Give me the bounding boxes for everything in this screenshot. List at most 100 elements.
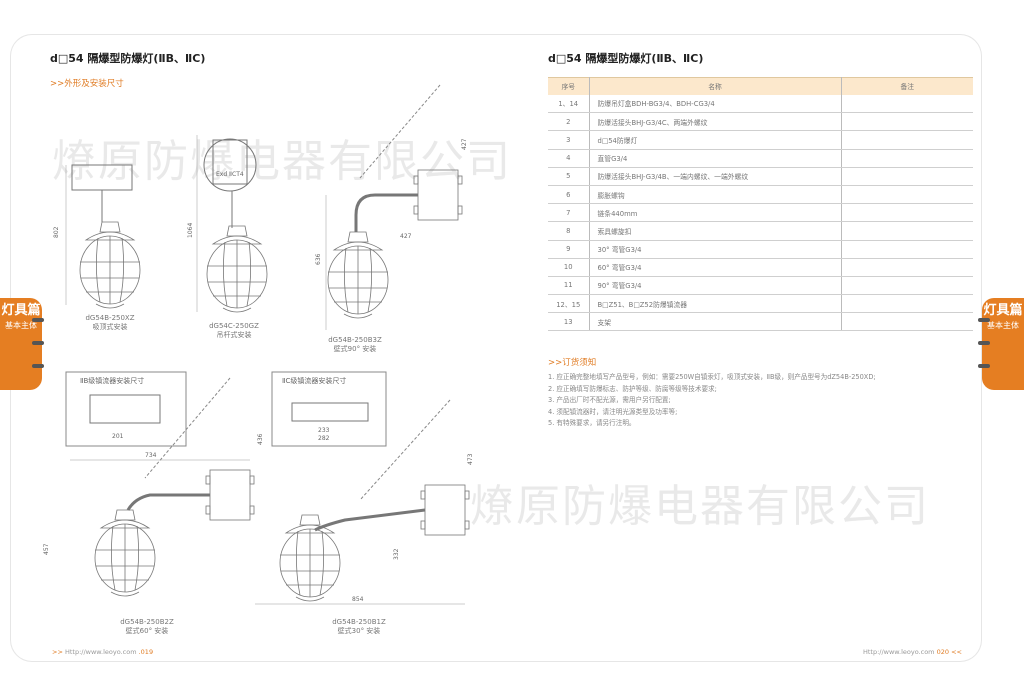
cell-remark [841,203,973,223]
cell-name: 90° 弯管G3/4 [589,276,842,296]
cell-remark [841,312,973,332]
footer-url[interactable]: Http://www.leoyo.com [64,648,137,656]
cell-index: 8 [548,221,590,241]
note-item: 5. 有特殊要求，请另行注明。 [548,419,636,427]
cell-index: 12、15 [548,294,590,314]
cell-index: 9 [548,240,590,259]
cell-name: 30° 弯管G3/4 [589,240,842,259]
cell-name: 膨胀螺钩 [589,185,842,205]
cell-index: 5 [548,167,590,186]
svg-text:332: 332 [393,548,400,560]
binder-ring [32,318,44,322]
cell-name: d□54防爆灯 [589,130,842,150]
cell-remark [841,130,973,150]
drawing-ceiling-mount: 802 [53,164,141,309]
svg-text:457: 457 [43,543,50,555]
right-page-frame [515,34,982,662]
note-item: 1. 应正确完整地填写产品型号，例如：需要250W自镇汞灯，吸顶式安装，ⅡB级，… [548,373,876,381]
drawing-wall-90: 636 427 427 [315,84,468,330]
header-name: 名称 [589,77,842,95]
cell-remark [841,185,973,205]
cell-index: 4 [548,149,590,168]
binder-ring [978,364,990,368]
cell-index: 6 [548,185,590,205]
ballast-iic-box [271,371,387,447]
right-page-title: d□54 隔爆型防爆灯(ⅡB、ⅡC) [548,52,704,65]
svg-text:427: 427 [461,138,468,150]
svg-text:436: 436 [257,433,264,445]
cell-remark [841,149,973,168]
cell-remark [841,258,973,277]
cell-remark [841,294,973,314]
page-number: .019 [138,648,154,656]
cell-remark [841,276,973,296]
svg-text:427: 427 [400,233,412,240]
order-notes-heading: >>订货须知 [548,358,597,368]
ballast-iib-box [65,371,187,447]
table-header-row: 序号 名称 备注 [548,77,973,95]
note-item: 3. 产品出厂时不配光源，需用户另行配置; [548,396,671,404]
drawing-wall-60: 734 457 436 [43,377,264,597]
cell-remark [841,94,973,114]
svg-text:636: 636 [315,253,322,265]
cell-name: B□Z51、B□Z52防爆镇流器 [589,294,842,314]
svg-text:201: 201 [112,433,124,440]
binder-ring [32,364,44,368]
binder-ring [978,341,990,345]
svg-text:1064: 1064 [187,223,194,238]
note-item: 2. 应正确填写防爆标志、防护等级、防腐等级等技术要求; [548,384,717,393]
side-tab-right[interactable]: 灯具篇基本主体 [982,298,1024,390]
svg-text:734: 734 [145,452,157,459]
left-page-title: d□54 隔爆型防爆灯(ⅡB、ⅡC) [50,52,206,65]
cell-name: 防爆活接头BHJ-G3/4C、两端外螺纹 [589,112,842,132]
cell-index: 7 [548,203,590,223]
order-notes: 1. 应正确完整地填写产品型号，例如：需要250W自镇汞灯，吸顶式安装，ⅡB级，… [548,372,876,430]
header-remark: 备注 [841,77,973,95]
cell-remark [841,167,973,186]
drawing-pendant-mount: Exd ⅡCT4 1064 [187,135,268,313]
binder-ring [978,318,990,322]
cell-index: 10 [548,258,590,277]
ballast-iic-title: ⅡC级镇流器安装尺寸 [282,377,347,385]
left-footer: >> Http://www.leoyo.com .019 [52,648,154,656]
cell-index: 13 [548,312,590,332]
svg-text:282: 282 [318,435,330,442]
cell-index: 11 [548,276,590,296]
watermark: 燎原防爆电器有限公司 [52,136,512,187]
cell-name: 60° 弯管G3/4 [589,258,842,277]
cell-index: 1、14 [548,94,590,114]
header-index: 序号 [548,77,590,95]
right-footer: Http://www.leoyo.com 020 << [862,648,962,656]
svg-text:473: 473 [467,453,474,465]
ballast-iib-title: ⅡB级镇流器安装尺寸 [80,377,145,385]
svg-text:Exd ⅡCT4: Exd ⅡCT4 [216,171,244,178]
cell-name: 防爆活接头BHJ-G3/4B、一端内螺纹、一端外螺纹 [589,167,842,186]
cell-index: 3 [548,130,590,150]
cell-name: 支架 [589,312,842,332]
cell-name: 索具螺旋扣 [589,221,842,241]
cell-remark [841,221,973,241]
cell-name: 防爆吊灯盒BDH-BG3/4、BDH-CG3/4 [589,94,842,114]
footer-url[interactable]: Http://www.leoyo.com [862,648,935,656]
cell-remark [841,240,973,259]
dimensions-section-heading: >>外形及安装尺寸 [50,79,124,89]
svg-text:854: 854 [352,596,364,603]
cell-name: 直管G3/4 [589,149,842,168]
page-number: 020 [936,648,950,656]
